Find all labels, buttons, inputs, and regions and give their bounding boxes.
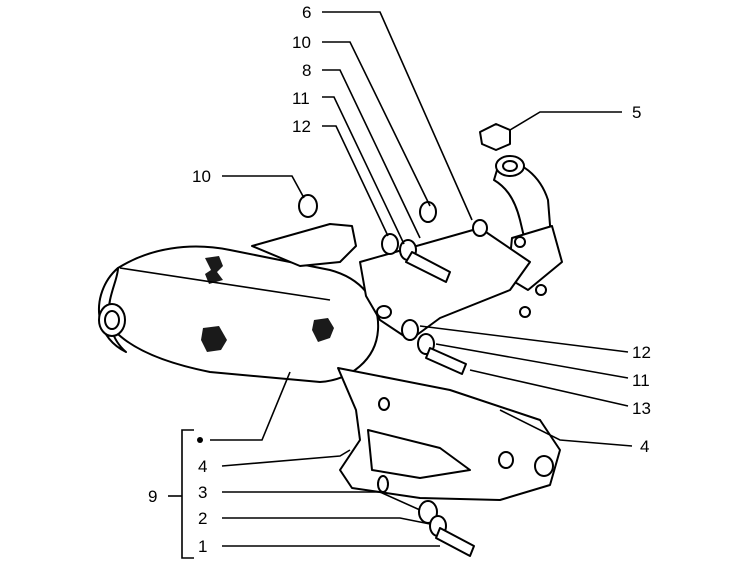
callout-10-upper: 10 <box>292 33 311 52</box>
muffler-body <box>98 223 380 383</box>
callout-10-left: 10 <box>192 167 211 186</box>
callout-6: 6 <box>302 3 311 22</box>
bullet-dot <box>197 437 203 443</box>
callout-3: 3 <box>198 483 207 502</box>
callout-11-upper: 11 <box>292 89 310 108</box>
callout-2: 2 <box>198 509 207 528</box>
leader-lines <box>168 11 633 559</box>
callout-1: 1 <box>198 537 207 556</box>
fasteners <box>298 123 511 557</box>
callout-12-lower: 12 <box>632 343 651 362</box>
callout-4-left: 4 <box>198 457 207 476</box>
callout-8: 8 <box>302 61 311 80</box>
heat-shield <box>337 367 561 501</box>
callout-4-right: 4 <box>640 437 649 456</box>
callout-12-upper: 12 <box>292 117 311 136</box>
callout-5: 5 <box>632 103 641 122</box>
callout-11-lower: 11 <box>632 371 650 390</box>
callout-labels: 6 10 8 11 12 5 10 12 11 13 4 9 4 3 2 1 <box>148 3 651 556</box>
callout-13: 13 <box>632 399 651 418</box>
callout-9: 9 <box>148 487 157 506</box>
